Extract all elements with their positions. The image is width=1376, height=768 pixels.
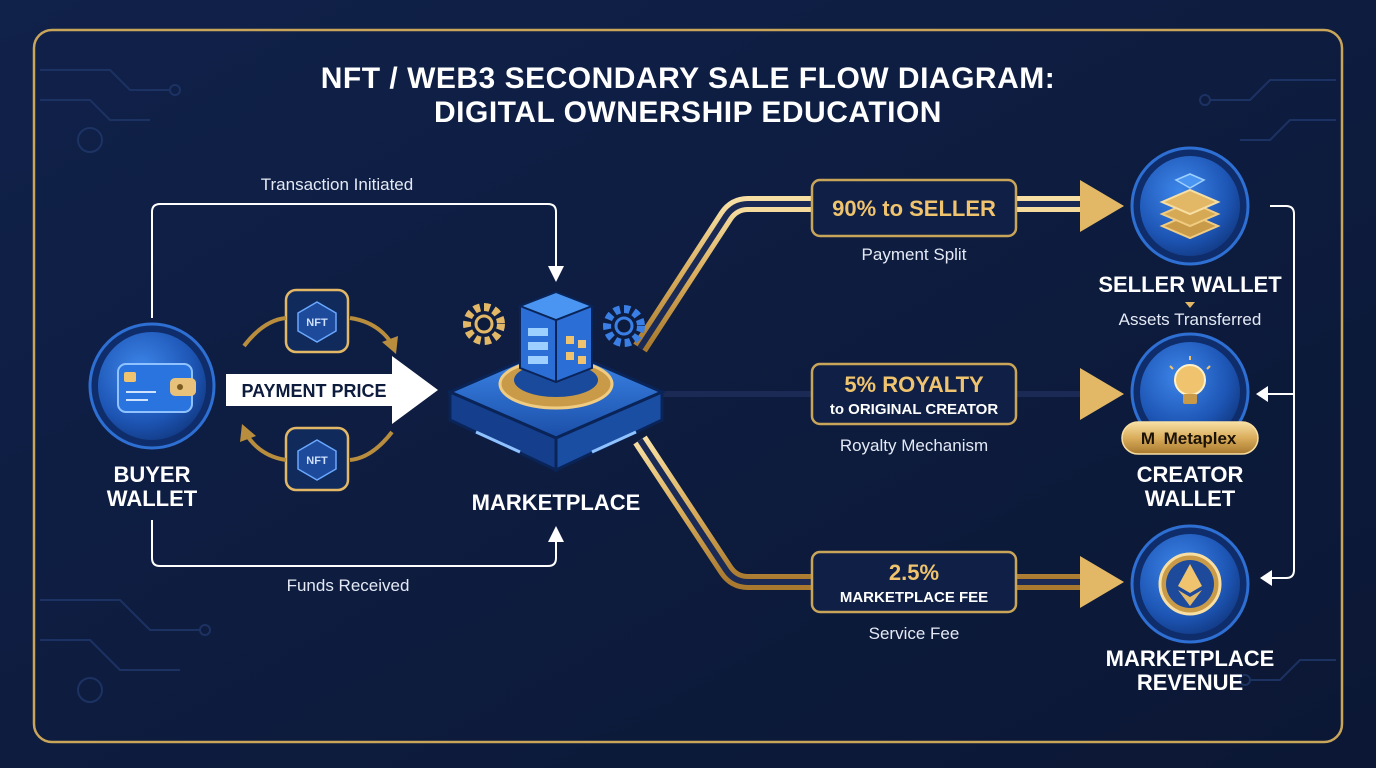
payment-price-label: PAYMENT PRICE (241, 381, 386, 401)
fee-split-box: 2.5% MARKETPLACE FEE (810, 550, 1018, 614)
nft-token-bottom: NFT (284, 426, 350, 492)
diagram-title-line-2: DIGITAL OWNERSHIP EDUCATION (434, 96, 942, 129)
marketplace-revenue-node (1130, 524, 1250, 644)
gear-icon-right (603, 305, 645, 347)
wallet-icon (117, 363, 196, 413)
caret-down-icon (1185, 302, 1195, 308)
metaplex-logo-mark: M (1141, 429, 1155, 448)
creator-wallet-label-line-1: CREATOR (1137, 462, 1244, 487)
nft-token-top: NFT (284, 288, 350, 354)
royalty-split-box: 5% ROYALTY to ORIGINAL CREATOR (810, 362, 1018, 426)
creator-wallet-label-line-2: WALLET (1145, 486, 1236, 511)
buyer-wallet-label-line-2: WALLET (107, 486, 198, 511)
fee-split-label: 2.5% (889, 560, 939, 585)
funds-received-connector (151, 520, 564, 567)
royalty-mechanism-caption: Royalty Mechanism (840, 436, 988, 455)
flow-to-marketplace-revenue (633, 435, 1124, 608)
seller-wallet-label: SELLER WALLET (1098, 272, 1282, 297)
buyer-wallet-node (88, 322, 216, 450)
assets-transferred-connector (1256, 205, 1295, 586)
transaction-initiated-connector (151, 203, 564, 318)
nft-token-top-label: NFT (306, 317, 328, 329)
seller-split-label: 90% to SELLER (832, 196, 996, 221)
gear-icon (463, 303, 505, 345)
royalty-split-sublabel: to ORIGINAL CREATOR (830, 401, 999, 418)
flow-to-seller (633, 180, 1124, 353)
fee-split-sublabel: MARKETPLACE FEE (840, 589, 988, 606)
marketplace-revenue-label-line-1: MARKETPLACE (1106, 646, 1275, 671)
lightbulb-icon (1169, 356, 1211, 404)
nft-transfer-arrow-bottom (240, 424, 394, 462)
nft-token-bottom-label: NFT (306, 455, 328, 467)
funds-received-label: Funds Received (287, 576, 410, 595)
seller-split-box: 90% to SELLER (810, 178, 1018, 238)
outer-frame (32, 28, 1344, 744)
metaplex-badge: M Metaplex (1121, 421, 1259, 455)
asset-stack-icon (1159, 173, 1221, 240)
buyer-wallet-label-line-1: BUYER (113, 462, 190, 487)
service-fee-caption: Service Fee (869, 624, 960, 643)
payment-price-arrow: PAYMENT PRICE (226, 356, 438, 424)
royalty-split-label: 5% ROYALTY (844, 372, 984, 397)
payment-split-caption: Payment Split (862, 245, 967, 264)
metaplex-badge-label: Metaplex (1164, 429, 1237, 448)
circuit-decoration (40, 69, 1336, 703)
marketplace-revenue-label-line-2: REVENUE (1137, 670, 1243, 695)
transaction-initiated-label: Transaction Initiated (261, 175, 413, 194)
diagram-title-line-1: NFT / WEB3 SECONDARY SALE FLOW DIAGRAM: (321, 62, 1056, 95)
marketplace-node (446, 290, 666, 473)
ethereum-coin-icon (1158, 552, 1222, 616)
marketplace-label: MARKETPLACE (472, 490, 641, 515)
server-block-icon (517, 290, 595, 384)
seller-wallet-node (1130, 146, 1250, 266)
nft-transfer-arrow-top (242, 316, 398, 354)
assets-transferred-label: Assets Transferred (1119, 310, 1262, 329)
